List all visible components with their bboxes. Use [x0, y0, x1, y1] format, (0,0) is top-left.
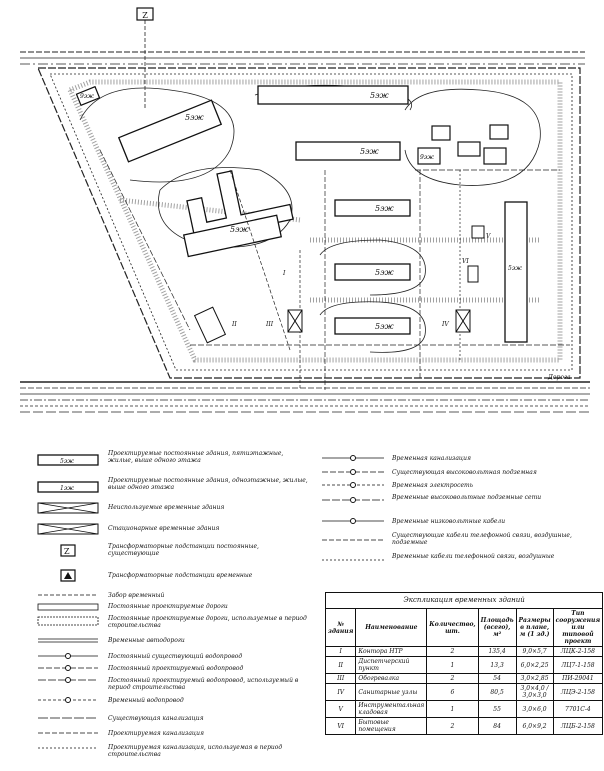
svg-text:5эж: 5эж — [375, 268, 394, 277]
svg-text:5эж: 5эж — [375, 322, 394, 331]
svg-text:5эж: 5эж — [60, 458, 74, 465]
legend-item-sewer-planned: Проектируемая канализация — [108, 730, 204, 737]
svg-text:9эж: 9эж — [80, 93, 94, 100]
col-header-area: Площадь (всего), м² — [477, 608, 517, 647]
legend-item-water-planned: Постоянный проектируемый водопровод — [108, 665, 244, 672]
col-header-size: Размеры в плане, м (1 зд.) — [515, 608, 554, 647]
col-header-name: Наименование — [355, 608, 428, 647]
site-utility-lines — [99, 149, 570, 390]
legend-item-roads: Постоянные проектируемые дороги — [108, 603, 228, 610]
transformer-station-existing: Z — [136, 7, 154, 21]
temporary-building-marks: I II III IV V VI — [231, 233, 491, 328]
legend-item-hv-existing: Существующая высоковольтная подземная — [392, 469, 537, 476]
legend-item-permanent-1: Проектируемые постоянные здания, одноэта… — [108, 477, 308, 491]
bottom-road-lines — [20, 381, 590, 413]
svg-text:IV: IV — [441, 321, 449, 328]
svg-text:5эж: 5эж — [185, 113, 204, 122]
legend-left-swatches — [37, 454, 99, 749]
svg-text:I: I — [282, 270, 286, 277]
legend-item-temp-sewer: Временная канализация — [392, 455, 471, 462]
temporary-buildings — [193, 225, 485, 344]
building-4: 5эж — [182, 170, 294, 258]
site-boundary — [37, 67, 581, 379]
legend-item-stationary-temp: Стационарные временные здания — [108, 525, 220, 532]
svg-text:5эж: 5эж — [360, 147, 379, 156]
legend-item-phone-temp: Временные кабели телефонной связи, возду… — [392, 553, 555, 560]
col-header-type: Тип сооружения или типовой проект — [552, 608, 604, 647]
transformer-label: Z — [142, 11, 148, 20]
svg-text:III: III — [265, 321, 274, 328]
road-label: Дорога — [547, 374, 571, 381]
building-2: 5эж — [257, 85, 409, 105]
legend-item-unused-temp: Неиспользуемые временные здания — [108, 504, 225, 511]
svg-text:5эж: 5эж — [370, 91, 389, 100]
building-1: 5эж — [117, 99, 223, 163]
legend-item-phone-existing: Существующие кабели телефонной связи, во… — [392, 532, 572, 546]
table-title: Экспликация временных зданий — [324, 592, 604, 609]
legend-item-lv-temp: Временные низковольтные кабели — [392, 518, 506, 525]
legend-item-water-existing: Постоянный существующий водопровод — [108, 653, 243, 660]
building-8-vertical: 5эж — [504, 201, 528, 343]
svg-text:9эж: 9эж — [420, 154, 434, 161]
legend-item-transformer-existing: Трансформаторные подстанции постоянные, … — [108, 543, 259, 557]
legend-item-permanent-5: Проектируемые постоянные здания, пятиэта… — [108, 450, 284, 464]
svg-text:1эж: 1эж — [60, 485, 74, 492]
building-3: 5эж — [295, 141, 401, 161]
svg-text:V: V — [486, 233, 491, 240]
legend-right-swatches — [322, 455, 384, 561]
building-7: 5эж — [334, 317, 411, 335]
svg-text:VI: VI — [462, 258, 469, 265]
legend-item-sewer-construction: Проектируемая канализация, используемая … — [108, 744, 283, 758]
building-5: 5эж — [334, 199, 411, 217]
legend-item-temp-roads: Временные автодороги — [108, 637, 185, 644]
legend-item-temp-power: Временная электросеть — [392, 482, 474, 489]
top-utility-lines — [20, 20, 585, 110]
building-6: 5эж — [334, 263, 411, 281]
legend-item-sewer-existing: Существующая канализация — [108, 715, 204, 722]
legend-item-water-temp: Временный водопровод — [108, 697, 184, 704]
legend-item-hv-temp: Временные высоковольтные подземные сети — [392, 494, 542, 501]
svg-text:5эж: 5эж — [508, 265, 522, 272]
table-header-row: № здания Наименование Количество, шт. Пл… — [324, 608, 604, 647]
svg-text:II: II — [231, 321, 237, 328]
svg-text:Z: Z — [64, 547, 70, 556]
legend-item-roads-construction: Постоянные проектируемые дороги, использ… — [108, 615, 307, 629]
svg-text:5эж: 5эж — [375, 204, 394, 213]
col-header-qty: Количество, шт. — [426, 608, 479, 647]
legend-item-temp-fence: Забор временный — [108, 592, 165, 599]
col-header-no: № здания — [324, 608, 357, 647]
building-small-9: 9эж — [75, 85, 101, 107]
explication-table: Экспликация временных зданий № здания На… — [324, 592, 604, 752]
legend-item-water-construction: Постоянный проектируемый водопровод, исп… — [108, 677, 299, 691]
legend-item-transformer-temp: Трансформаторные подстанции временные — [108, 572, 253, 579]
svg-text:5эж: 5эж — [230, 225, 249, 234]
building-cluster-9: 9эж — [417, 124, 509, 165]
